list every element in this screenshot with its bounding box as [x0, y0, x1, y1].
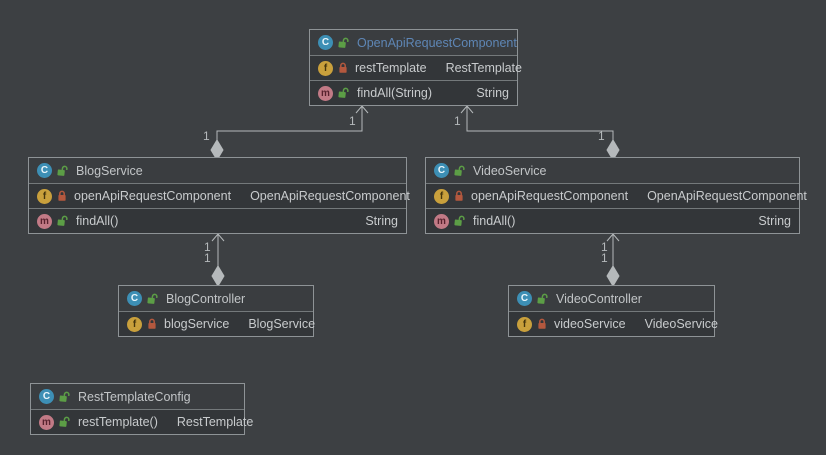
field-icon: f — [434, 188, 449, 204]
edge-videoservice-to-openapirequestcomponent[interactable] — [460, 105, 620, 161]
lock-open-icon — [147, 293, 158, 304]
lock-closed-icon — [538, 318, 546, 329]
edge-blogcontroller-to-blogservice[interactable] — [211, 233, 225, 287]
class-node-blogcontroller[interactable]: C BlogController f blogService BlogServi… — [118, 285, 316, 337]
class-node-videocontroller[interactable]: C VideoController f videoService VideoSe… — [508, 285, 718, 337]
class-title-row[interactable]: C OpenApiRequestComponent — [310, 30, 517, 55]
class-icon: C — [127, 291, 142, 306]
multiplicity-label: 1 — [601, 251, 608, 265]
field-icon: f — [37, 188, 52, 204]
class-name: VideoController — [556, 291, 642, 306]
method-icon: m — [434, 213, 449, 229]
class-name: BlogService — [76, 163, 143, 178]
edge-line — [466, 106, 614, 141]
lock-closed-icon — [455, 190, 463, 201]
arrowhead-icon — [460, 105, 474, 114]
class-icon: C — [37, 163, 52, 178]
field-name: openApiRequestComponent — [74, 189, 232, 203]
class-name: OpenApiRequestComponent — [357, 35, 517, 50]
class-icon: C — [318, 35, 333, 50]
field-row[interactable]: f restTemplate RestTemplate — [310, 55, 522, 80]
field-type: OpenApiRequestComponent — [647, 189, 807, 203]
field-name: restTemplate — [355, 61, 427, 75]
method-return-type: RestTemplate — [176, 415, 254, 429]
multiplicity-label: 1 — [204, 240, 211, 254]
lock-open-icon — [57, 215, 68, 226]
class-node-blogservice[interactable]: C BlogService f openApiRequestComponent … — [28, 157, 410, 234]
arrowhead-icon — [355, 105, 369, 114]
field-type: OpenApiRequestComponent — [250, 189, 410, 203]
lock-closed-icon — [58, 190, 66, 201]
multiplicity-label: 1 — [349, 114, 356, 128]
method-name: findAll() — [473, 214, 516, 228]
edge-blogservice-to-openapirequestcomponent[interactable] — [210, 105, 369, 161]
lock-closed-icon — [339, 62, 347, 73]
lock-open-icon — [454, 165, 465, 176]
multiplicity-label: 1 — [598, 129, 605, 143]
lock-open-icon — [338, 87, 349, 98]
field-name: blogService — [164, 317, 230, 331]
arrowhead-icon — [211, 233, 225, 242]
field-name: videoService — [554, 317, 626, 331]
class-title-row[interactable]: C VideoService — [426, 158, 799, 183]
edge-videocontroller-to-videoservice[interactable] — [606, 233, 620, 287]
class-icon: C — [434, 163, 449, 178]
field-row[interactable]: f openApiRequestComponent OpenApiRequest… — [29, 183, 410, 208]
field-name: openApiRequestComponent — [471, 189, 629, 203]
lock-closed-icon — [148, 318, 156, 329]
class-name: RestTemplateConfig — [78, 389, 191, 404]
multiplicity-label: 1 — [203, 129, 210, 143]
field-row[interactable]: f blogService BlogService — [119, 311, 316, 336]
method-row[interactable]: m findAll() String — [426, 208, 799, 233]
class-title-row[interactable]: C RestTemplateConfig — [31, 384, 244, 409]
multiplicity-label: 1 — [204, 251, 211, 265]
field-row[interactable]: f videoService VideoService — [509, 311, 718, 336]
aggregation-diamond-icon — [211, 265, 225, 287]
lock-open-icon — [59, 416, 70, 427]
arrowhead-icon — [606, 233, 620, 242]
class-name: BlogController — [166, 291, 246, 306]
class-title-row[interactable]: C VideoController — [509, 286, 714, 311]
multiplicity-label: 1 — [601, 240, 608, 254]
field-icon: f — [127, 316, 142, 332]
class-title-row[interactable]: C BlogService — [29, 158, 406, 183]
class-node-resttemplateconfig[interactable]: C RestTemplateConfig m restTemplate() Re… — [30, 383, 253, 435]
class-name: VideoService — [473, 163, 547, 178]
method-name: findAll() — [76, 214, 119, 228]
method-icon: m — [39, 414, 54, 430]
class-node-openapirequestcomponent[interactable]: C OpenApiRequestComponent f restTemplate… — [309, 29, 522, 106]
lock-open-icon — [537, 293, 548, 304]
method-name: findAll(String) — [357, 86, 433, 100]
class-node-videoservice[interactable]: C VideoService f openApiRequestComponent… — [425, 157, 807, 234]
class-icon: C — [517, 291, 532, 306]
method-row[interactable]: m restTemplate() RestTemplate — [31, 409, 253, 434]
method-name: restTemplate() — [78, 415, 158, 429]
lock-open-icon — [59, 391, 70, 402]
lock-open-icon — [57, 165, 68, 176]
aggregation-diamond-icon — [606, 265, 620, 287]
field-type: BlogService — [248, 317, 316, 331]
method-return-type: String — [758, 214, 791, 228]
field-icon: f — [318, 60, 333, 76]
field-type: VideoService — [644, 317, 719, 331]
class-icon: C — [39, 389, 54, 404]
method-row[interactable]: m findAll() String — [29, 208, 406, 233]
method-row[interactable]: m findAll(String) String — [310, 80, 517, 105]
multiplicity-label: 1 — [454, 114, 461, 128]
method-return-type: String — [476, 86, 509, 100]
field-icon: f — [517, 316, 532, 332]
method-icon: m — [318, 85, 333, 101]
edge-line — [216, 106, 363, 141]
class-title-row[interactable]: C BlogController — [119, 286, 313, 311]
field-row[interactable]: f openApiRequestComponent OpenApiRequest… — [426, 183, 807, 208]
lock-open-icon — [338, 37, 349, 48]
method-icon: m — [37, 213, 52, 229]
field-type: RestTemplate — [445, 61, 522, 75]
lock-open-icon — [454, 215, 465, 226]
method-return-type: String — [365, 214, 398, 228]
